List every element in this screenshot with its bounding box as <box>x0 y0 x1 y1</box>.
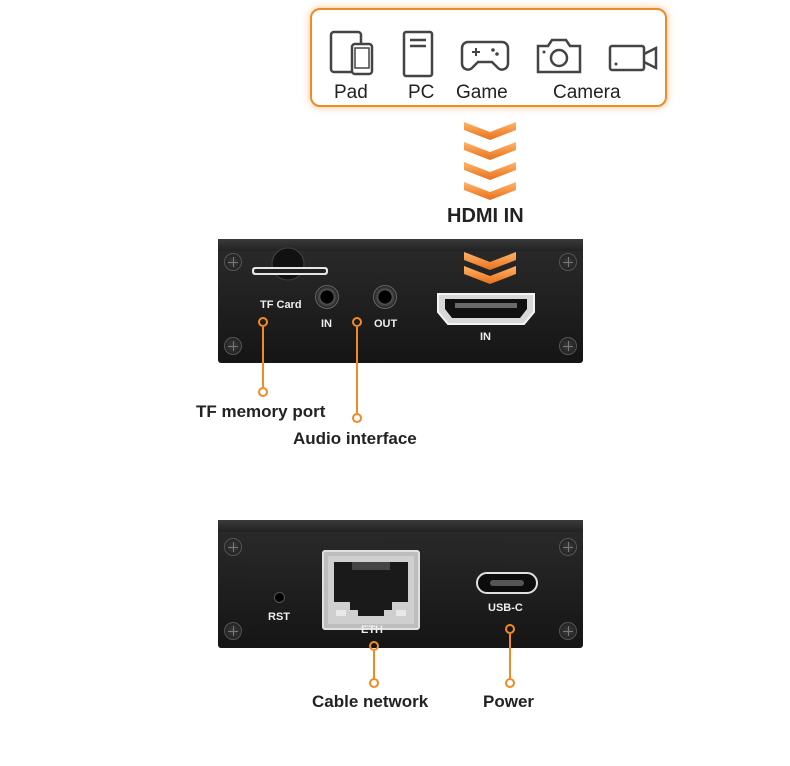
callout-line <box>356 327 358 413</box>
screw-icon <box>224 253 242 271</box>
pc-tower-icon <box>402 30 434 78</box>
hdmi-port <box>437 293 535 325</box>
screw-icon <box>559 253 577 271</box>
front-panel-device: TF Card IN OUT IN <box>218 239 583 363</box>
tf-card-label: TF Card <box>260 299 302 311</box>
hdmi-in-title: HDMI IN <box>447 205 524 227</box>
back-panel-device: RST ETH USB-C <box>218 520 583 648</box>
callout-dot <box>369 678 379 688</box>
power-callout: Power <box>483 692 535 711</box>
callout-dot <box>352 317 362 327</box>
device-top-edge <box>218 520 583 532</box>
screw-icon <box>224 538 242 556</box>
screw-icon <box>559 538 577 556</box>
rst-label: RST <box>268 611 290 623</box>
chevron-down-arrows-icon <box>464 252 516 284</box>
callout-dot <box>352 413 362 423</box>
source-label-game: Game <box>456 82 508 103</box>
audio-in-label: IN <box>321 318 332 330</box>
camera-icon <box>536 38 582 74</box>
callout-dot <box>505 678 515 688</box>
source-label-pad: Pad <box>334 82 368 103</box>
usb-c-label: USB-C <box>488 602 523 614</box>
callout-line <box>373 651 375 679</box>
screw-icon <box>224 622 242 640</box>
callout-dot <box>505 624 515 634</box>
audio-out-label: OUT <box>374 318 398 330</box>
screw-icon <box>559 622 577 640</box>
audio-out-jack <box>373 285 397 309</box>
eth-label: ETH <box>361 624 383 636</box>
ethernet-port <box>322 550 420 630</box>
source-label-camera: Camera <box>553 82 621 103</box>
device-top-edge <box>218 239 583 251</box>
screw-icon <box>559 337 577 355</box>
callout-dot <box>258 317 268 327</box>
source-devices-panel: Pad PC Game Camera <box>310 8 667 107</box>
usb-c-port <box>476 572 538 594</box>
audio-interface-callout: Audio interface <box>293 429 417 448</box>
gamepad-icon <box>460 40 510 71</box>
video-camera-icon <box>608 44 658 72</box>
audio-in-jack <box>315 285 339 309</box>
callout-line <box>262 327 264 387</box>
tablet-phone-icon <box>329 30 374 76</box>
screw-icon <box>224 337 242 355</box>
callout-dot <box>369 641 379 651</box>
hdmi-in-port-label: IN <box>480 331 491 343</box>
reset-button <box>274 592 285 603</box>
source-label-pc: PC <box>408 82 435 103</box>
callout-dot <box>258 387 268 397</box>
chevron-down-arrows-icon <box>464 122 516 200</box>
cable-network-callout: Cable network <box>312 692 429 711</box>
tf-card-slot <box>252 247 328 281</box>
tf-memory-port-callout: TF memory port <box>196 402 326 421</box>
callout-line <box>509 634 511 680</box>
